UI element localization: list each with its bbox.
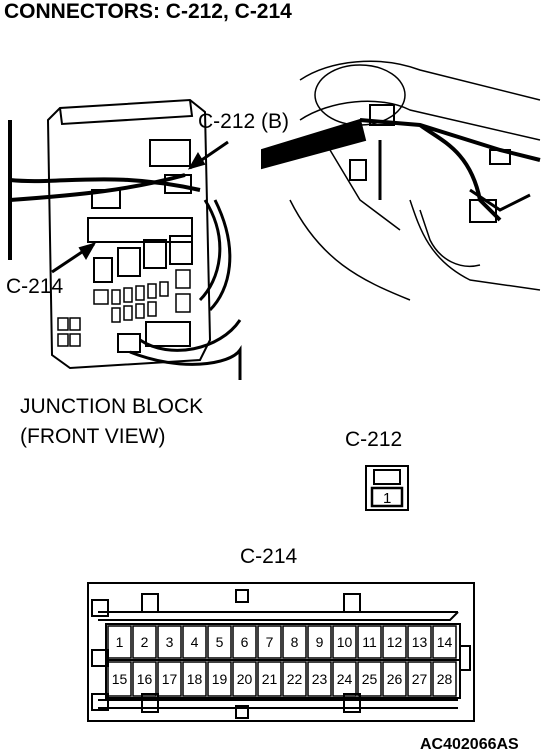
- c214-pin-cell: [132, 625, 157, 659]
- c214-pin-1: 1: [116, 634, 124, 650]
- c214-pin-cell: [232, 661, 257, 697]
- c214-pin-21: 21: [262, 671, 278, 687]
- c214-pin-28: 28: [437, 671, 453, 687]
- c214-pin-16: 16: [137, 671, 153, 687]
- junction-block-caption-line2: (FRONT VIEW): [20, 425, 166, 448]
- c214-pin-cell: [307, 625, 332, 659]
- c214-pin-cell: [407, 661, 432, 697]
- c214-pin-cell: [382, 625, 407, 659]
- c214-pin-cell: [382, 661, 407, 697]
- c214-pin-cell: [432, 625, 457, 659]
- c214-pin-cell: [282, 661, 307, 697]
- junction-block-caption-line1: JUNCTION BLOCK: [20, 395, 204, 418]
- c214-pin-cell: [332, 661, 357, 697]
- c214-pin-23: 23: [312, 671, 328, 687]
- c214-pin-3: 3: [166, 634, 174, 650]
- c212-pin-1: 1: [383, 490, 391, 507]
- c214-pin-cell: [132, 661, 157, 697]
- c214-pin-cell: [282, 625, 307, 659]
- page-title: CONNECTORS: C-212, C-214: [4, 0, 292, 23]
- c214-pin-8: 8: [291, 634, 299, 650]
- c214-pin-10: 10: [337, 634, 353, 650]
- c214-pin-cell: [332, 625, 357, 659]
- c214-pin-cell: [107, 625, 132, 659]
- c214-pin-cell: [182, 625, 207, 659]
- c214-pin-cell: [157, 661, 182, 697]
- c214-pin-19: 19: [212, 671, 228, 687]
- c214-pin-cell: [257, 661, 282, 697]
- c214-pin-cell: [207, 625, 232, 659]
- c214-pin-27: 27: [412, 671, 428, 687]
- c214-pin-cell: [357, 661, 382, 697]
- c214-pin-cell: [257, 625, 282, 659]
- c214-pin-15: 15: [112, 671, 128, 687]
- c214-pin-25: 25: [362, 671, 378, 687]
- c214-pin-24: 24: [337, 671, 353, 687]
- c214-pin-7: 7: [266, 634, 274, 650]
- c214-pin-cell: [357, 625, 382, 659]
- c214-pin-22: 22: [287, 671, 303, 687]
- c214-callout-label: C-214: [6, 275, 64, 298]
- c212-callout-label: C-212 (B): [198, 110, 290, 133]
- c214-pin-18: 18: [187, 671, 203, 687]
- c214-pin-2: 2: [141, 634, 149, 650]
- junction-block-outline: [46, 98, 212, 370]
- c214-pin-11: 11: [362, 634, 377, 650]
- c212-label: C-212: [345, 428, 403, 451]
- c214-pin-12: 12: [387, 634, 403, 650]
- c214-pin-6: 6: [241, 634, 249, 650]
- c214-pin-cell: [157, 625, 182, 659]
- c214-pin-17: 17: [162, 671, 178, 687]
- c214-pin-cell: [432, 661, 457, 697]
- c214-pin-cell: [182, 661, 207, 697]
- c214-pin-cell: [307, 661, 332, 697]
- c214-pin-14: 14: [437, 634, 453, 650]
- c214-pin-cell: [232, 625, 257, 659]
- c214-pin-row-2: 15 16 17 18 19 20 21 22 23 24 25 26 27 28: [107, 661, 457, 697]
- c214-pin-26: 26: [387, 671, 403, 687]
- reference-code: AC402066AS: [420, 736, 519, 753]
- c214-pin-20: 20: [237, 671, 253, 687]
- c214-pin-cell: [207, 661, 232, 697]
- c214-pin-cell: [407, 625, 432, 659]
- c214-pin-cell: [107, 661, 132, 697]
- c214-pin-4: 4: [191, 634, 199, 650]
- c214-pin-5: 5: [216, 634, 224, 650]
- c214-pin-13: 13: [412, 634, 428, 650]
- c214-label: C-214: [240, 545, 298, 568]
- c214-pin-9: 9: [316, 634, 324, 650]
